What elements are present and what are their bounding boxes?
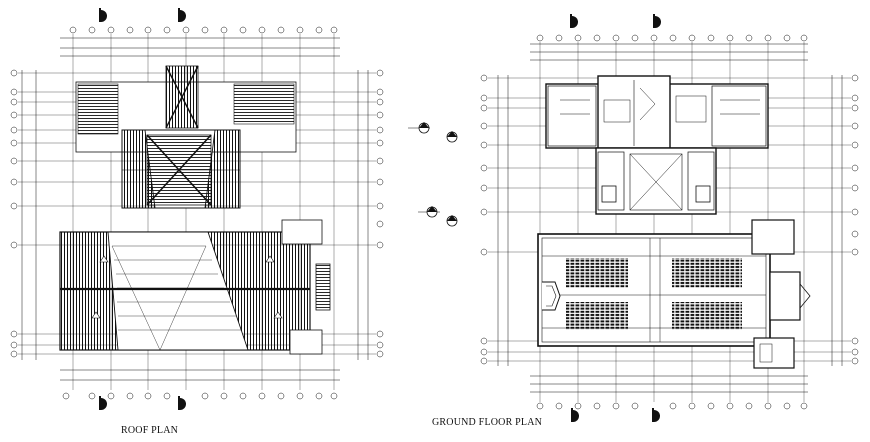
ground-annex [751,219,811,369]
section-arrow-icon [99,8,186,410]
roof-grid-top [60,26,340,57]
roof-annex [281,219,331,355]
section-arrow-icon [570,14,661,422]
ground-upper-wing [545,75,769,149]
ground-grid-sides [480,74,859,366]
ground-floor-plan [480,14,859,422]
roof-plan-caption: ROOF PLAN [121,425,179,436]
section-arrow-icon [408,122,458,227]
ground-grid-bottom [530,375,808,410]
roof-grid-bottom [60,369,340,400]
ground-grid-top [530,34,808,61]
roof-grid-left [10,69,384,360]
ground-nave [537,233,771,347]
apse-icon [542,281,561,311]
roof-nave [59,231,311,351]
ground-floor-plan-caption: GROUND FLOOR PLAN [432,417,543,428]
ground-central-link [595,147,717,215]
roof-plan [10,8,384,410]
roof-cross-block [121,129,241,209]
